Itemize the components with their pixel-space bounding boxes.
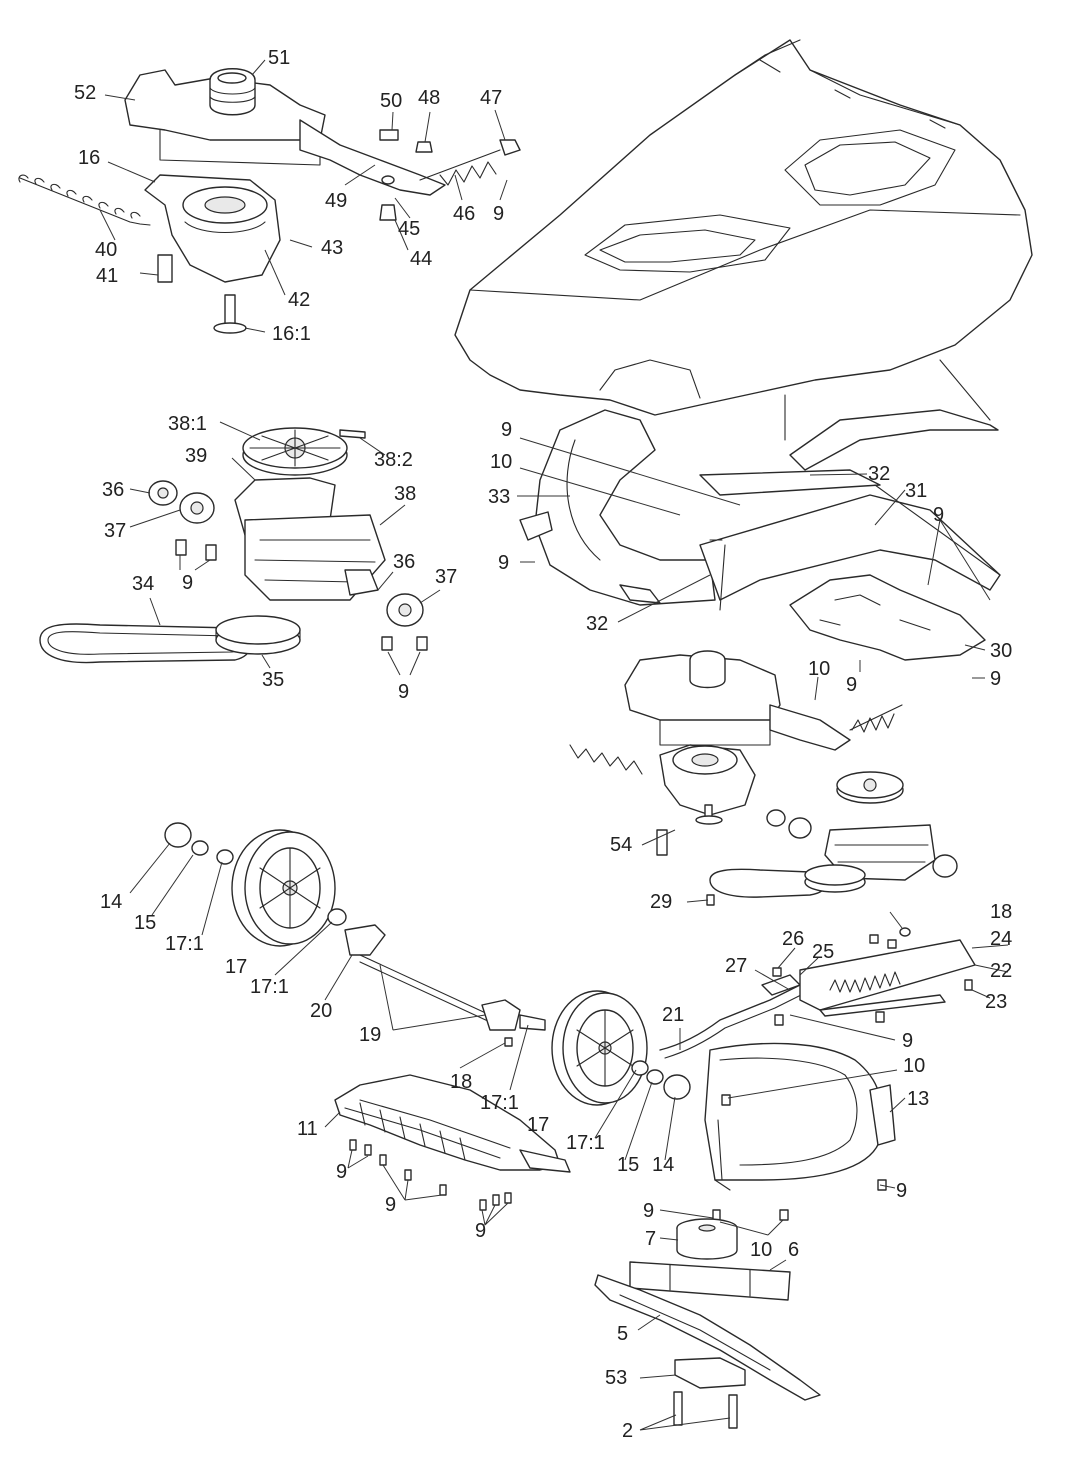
rear-axle-and-wheels [164,822,691,1106]
callout-31: 31 [905,480,927,502]
engine-plate-assembly-installed [569,650,903,856]
transmission-installed [709,771,958,898]
callout-17: 17 [225,956,247,978]
callout-9: 9 [643,1200,654,1222]
callout-44: 44 [410,248,432,270]
callout-36: 36 [393,551,415,573]
callout-23: 23 [985,991,1007,1013]
callout-15: 15 [617,1154,639,1176]
callout-6: 6 [788,1239,799,1261]
callout-10: 10 [808,658,830,680]
callout-labels: 51 52 50 48 47 16 49 46 9 45 40 43 44 41… [74,47,1012,1442]
leader-lines [99,59,1009,1431]
callout-40: 40 [95,239,117,261]
transmission-detail [39,427,428,664]
callout-50: 50 [380,90,402,112]
callout-17-1: 17:1 [480,1092,519,1114]
callout-42: 42 [288,289,310,311]
callout-46: 46 [453,203,475,225]
callout-29: 29 [650,891,672,913]
callout-9: 9 [501,419,512,441]
blade-assembly [594,1209,821,1429]
callout-21: 21 [662,1004,684,1026]
callout-34: 34 [132,573,154,595]
callout-27: 27 [725,955,747,977]
callout-26: 26 [782,928,804,950]
callout-9: 9 [990,668,1001,690]
callout-25: 25 [812,941,834,963]
callout-9: 9 [846,674,857,696]
callout-41: 41 [96,265,118,287]
callout-10: 10 [903,1055,925,1077]
callout-13: 13 [907,1088,929,1110]
callout-37: 37 [435,566,457,588]
callout-16-1: 16:1 [272,323,311,345]
callout-9: 9 [896,1180,907,1202]
callout-36: 36 [102,479,124,501]
callout-9: 9 [475,1220,486,1242]
callout-17: 17 [527,1114,549,1136]
callout-19: 19 [359,1024,381,1046]
callout-10: 10 [490,451,512,473]
callout-10: 10 [750,1239,772,1261]
callout-32: 32 [586,613,608,635]
callout-38: 38 [394,483,416,505]
callout-48: 48 [418,87,440,109]
engine-plate-assembly-detail [18,68,521,334]
callout-53: 53 [605,1367,627,1389]
front-cover [704,1042,896,1221]
callout-35: 35 [262,669,284,691]
callout-14: 14 [100,891,122,913]
callout-9: 9 [902,1030,913,1052]
callout-24: 24 [990,928,1012,950]
callout-33: 33 [488,486,510,508]
callout-9: 9 [336,1161,347,1183]
callout-11: 11 [297,1118,318,1140]
callout-16: 16 [78,147,100,169]
callout-52: 52 [74,82,96,104]
callout-51: 51 [268,47,290,69]
mower-deck-housing [454,39,1033,441]
callout-54: 54 [610,834,632,856]
callout-18: 18 [990,901,1012,923]
callout-22: 22 [990,960,1012,982]
height-adjust-bracket [789,574,986,661]
callout-9: 9 [933,504,944,526]
callout-5: 5 [617,1323,628,1345]
callout-37: 37 [104,520,126,542]
callout-39: 39 [185,445,207,467]
front-axle-adjustment [659,894,976,1059]
rear-guard-assembly [519,409,1001,611]
callout-9: 9 [493,203,504,225]
callout-20: 20 [310,1000,332,1022]
callout-2: 2 [622,1420,633,1442]
callout-17-1: 17:1 [165,933,204,955]
callout-9: 9 [385,1194,396,1216]
callout-14: 14 [652,1154,674,1176]
callout-18: 18 [450,1071,472,1093]
callout-30: 30 [990,640,1012,662]
callout-38-2: 38:2 [374,449,413,471]
callout-38-1: 38:1 [168,413,207,435]
callout-47: 47 [480,87,502,109]
callout-17-1: 17:1 [566,1132,605,1154]
callout-15: 15 [134,912,156,934]
callout-17-1: 17:1 [250,976,289,998]
rear-skid-guard [334,1074,571,1211]
callout-49: 49 [325,190,347,212]
callout-43: 43 [321,237,343,259]
callout-7: 7 [645,1228,656,1250]
callout-9: 9 [182,572,193,594]
callout-9: 9 [498,552,509,574]
callout-45: 45 [398,218,420,240]
callout-9: 9 [398,681,409,703]
callout-32: 32 [868,463,890,485]
